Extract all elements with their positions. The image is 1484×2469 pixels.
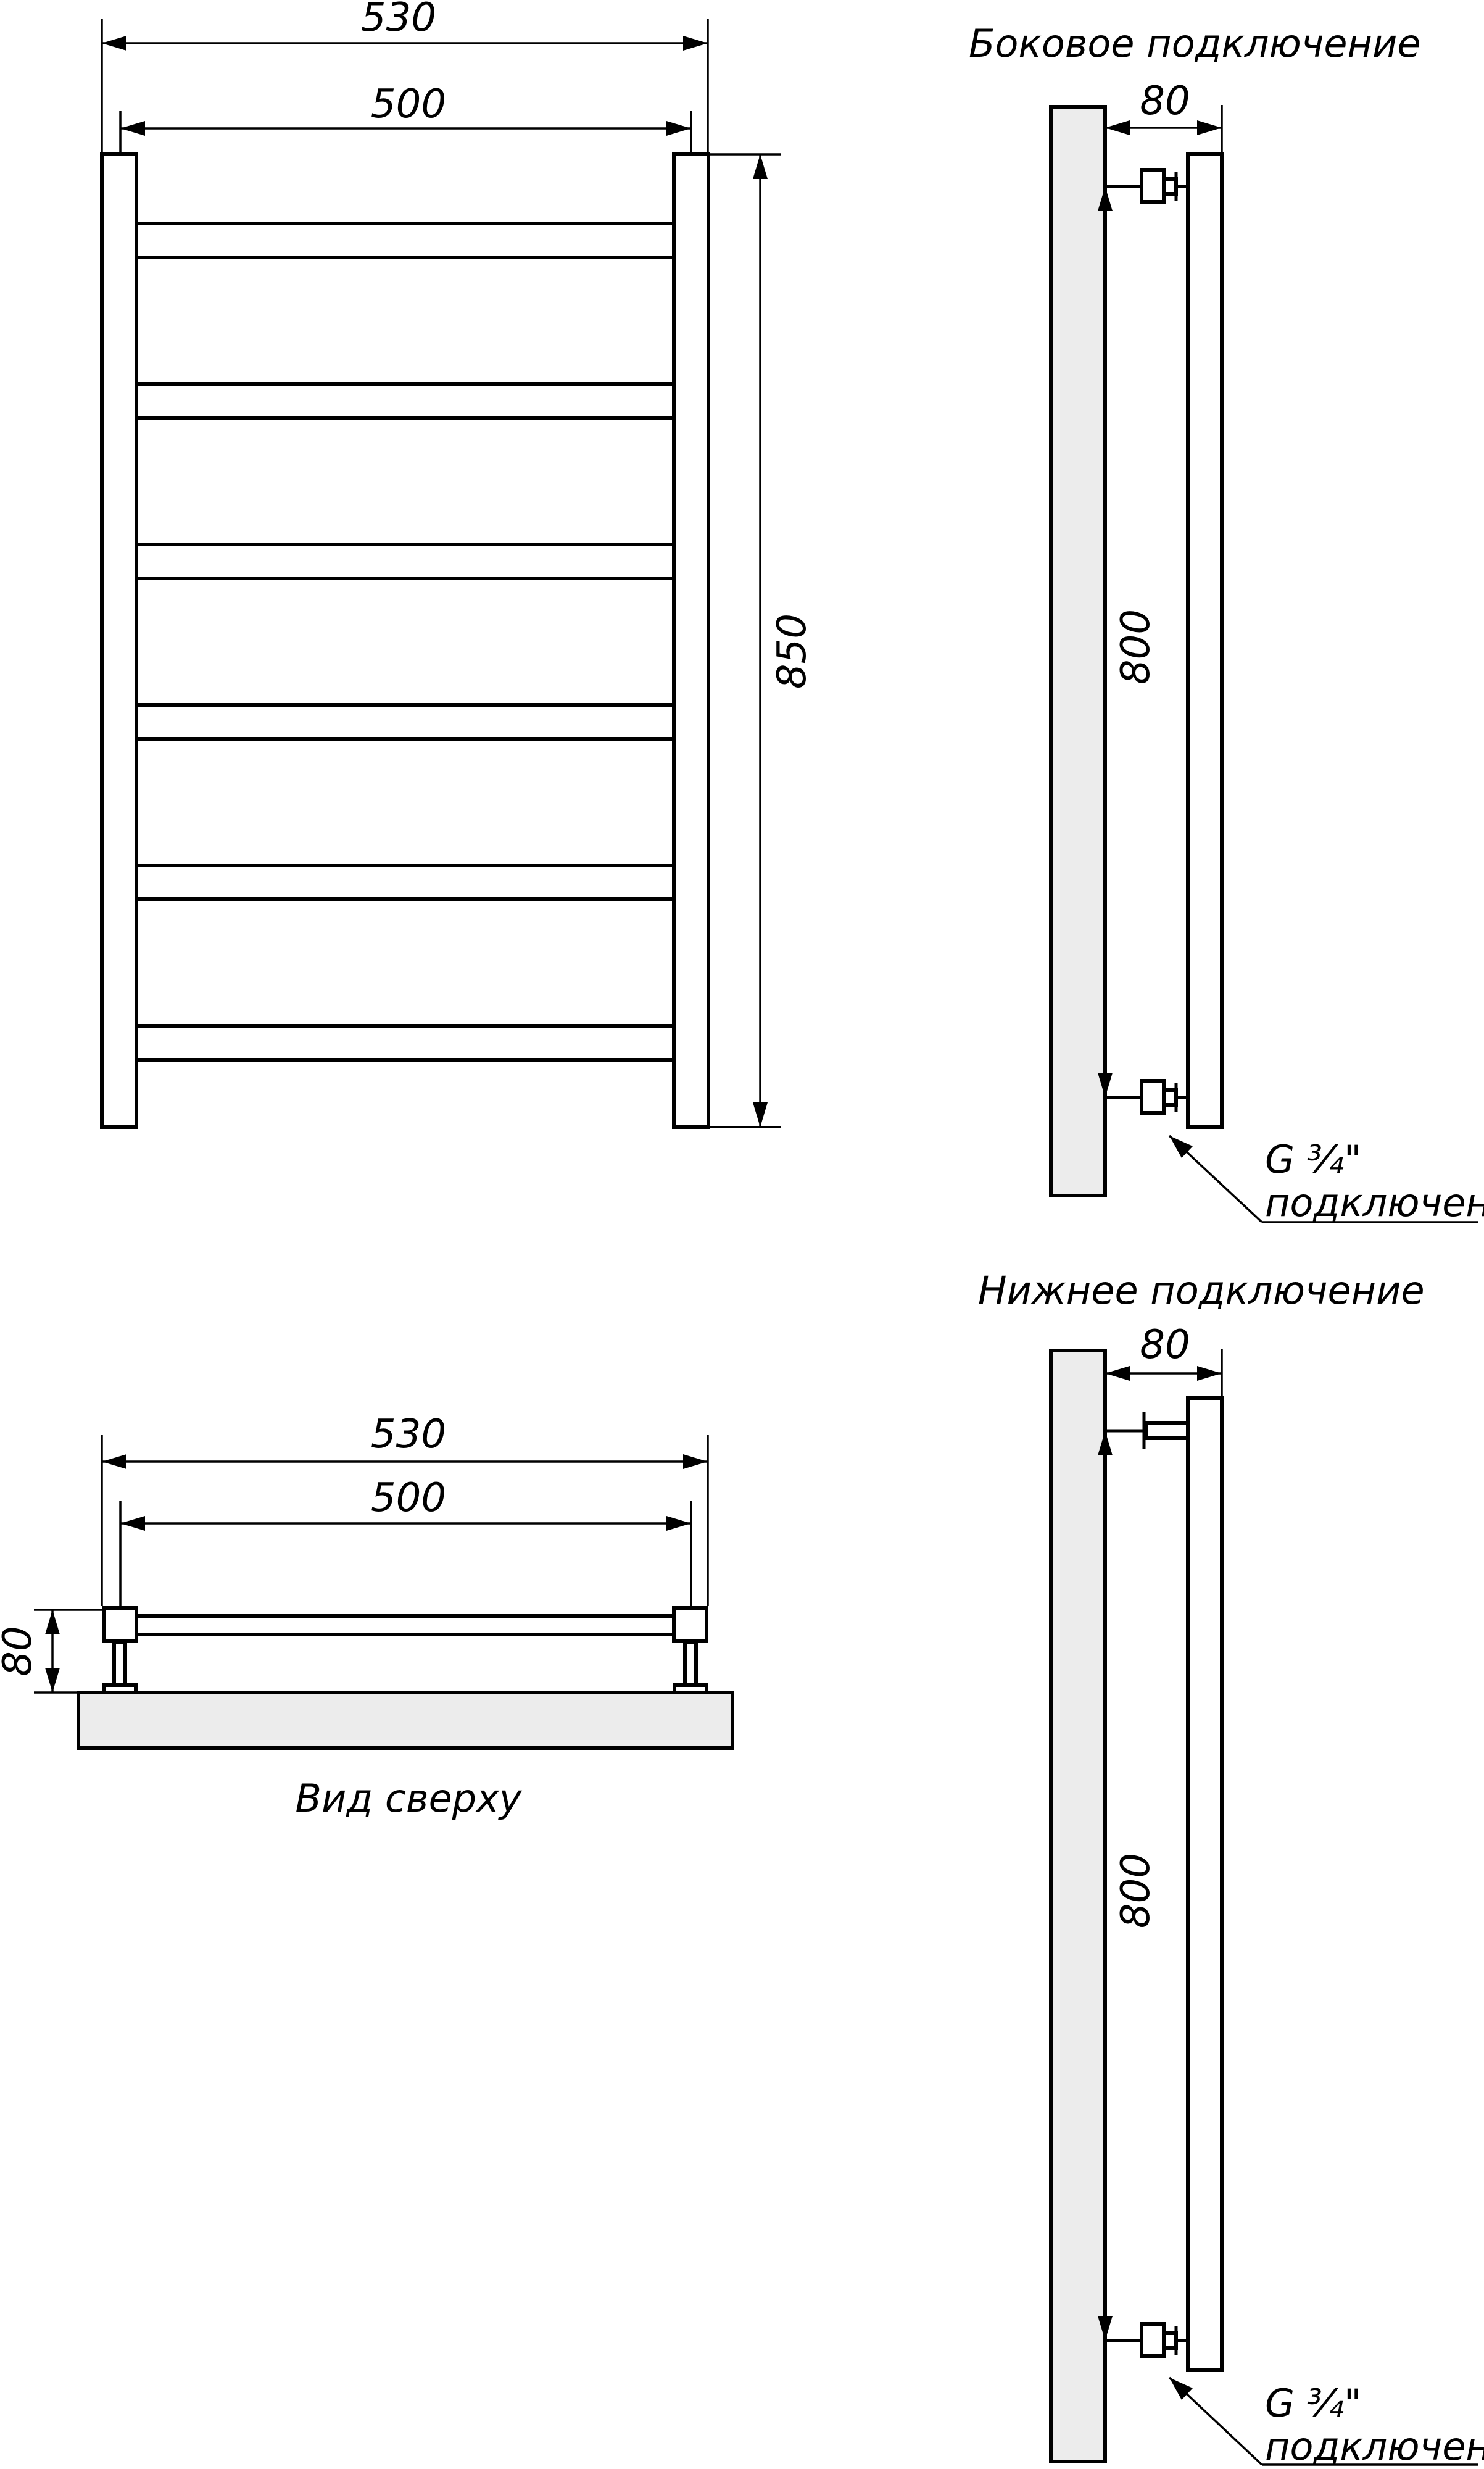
connection-leader [1168,1135,1478,1223]
top-dimension-rail-width: 500 [120,1475,691,1531]
fitting-size-label: G ¾" [1265,1137,1361,1182]
dimension-530-label: 530 [361,0,436,41]
top-view-wall [77,1691,734,1750]
crossbar [135,1024,676,1062]
bottom-dimension-800-label: 800 [1113,1853,1159,1928]
bottom-top-holder [1105,1412,1190,1449]
bottom-radiator-side-profile [1186,1396,1224,2372]
top-view-right-upright [672,1606,708,1643]
crossbar [135,543,676,580]
bottom-connection-view: Нижнее подключение 80 [978,1268,1484,2469]
top-view-left-upright [102,1606,138,1643]
side-connection-title: Боковое подключение [969,21,1421,66]
radiator-side-profile [1186,152,1224,1129]
fitting-nut [1140,168,1166,204]
side-connection-view: Боковое подключение 80 [969,21,1484,1225]
top-view-right-bracket [683,1640,698,1688]
top-dimension-depth: 80 [0,1609,104,1694]
bottom-fitting-2 [1105,2322,1188,2358]
dimension-800-label: 800 [1113,609,1159,685]
fitting-nut [1140,1079,1166,1115]
crossbars [135,222,676,1062]
crossbar [135,222,676,259]
dimension-500-label: 500 [371,81,446,127]
holder-pin [1145,1421,1190,1440]
top-dimension-80-label: 80 [0,1626,41,1676]
bottom-fitting-size-label: G ¾" [1265,2381,1361,2426]
top-view-left-flange [102,1683,138,1694]
crossbar [135,382,676,420]
left-upright [100,152,138,1129]
top-view-right-flange [673,1683,708,1694]
top-view-rail [135,1614,676,1636]
dimension-overall-width: 530 [102,0,708,51]
dimension-height: 850 [708,153,815,1128]
top-dimension-overall-width: 530 [102,1412,708,1469]
bottom-connection-title: Нижнее подключение [978,1268,1425,1313]
fitting-body [1162,1088,1178,1107]
dimension-80-label: 80 [1140,78,1190,124]
bottom-connection-leader [1168,2376,1478,2466]
top-dimension-530-label: 530 [371,1412,446,1457]
wall [1049,105,1107,1197]
top-fitting [1105,168,1188,204]
bottom-dimension-80-label: 80 [1140,1322,1190,1368]
fitting-connection-label: подключение [1265,1180,1484,1225]
top-view-caption: Вид сверху [296,1776,523,1821]
dimension-rail-width: 500 [120,81,691,136]
bottom-dimension-offset: 80 [1105,1322,1223,1398]
dimension-offset: 80 [1105,78,1223,154]
top-dimension-500-label: 500 [371,1475,446,1521]
dimension-850-label: 850 [769,614,815,689]
bottom-fitting-connection-label: подключение [1265,2424,1484,2469]
fitting-body [1162,177,1178,196]
dimension-center-distance: 800 [1098,186,1159,1097]
top-view-left-bracket [112,1640,127,1688]
front-view: 530 500 850 [100,0,815,1129]
right-upright [672,152,710,1129]
bottom-wall [1049,1349,1107,2463]
bottom-dimension-center-distance: 800 [1098,1431,1159,2341]
top-view: 530 500 80 Вид сверху [0,1412,734,1821]
bottom-fitting [1105,1079,1188,1115]
fitting-body [1162,2331,1178,2350]
crossbar [135,864,676,901]
crossbar [135,703,676,741]
fitting-nut [1140,2322,1166,2358]
